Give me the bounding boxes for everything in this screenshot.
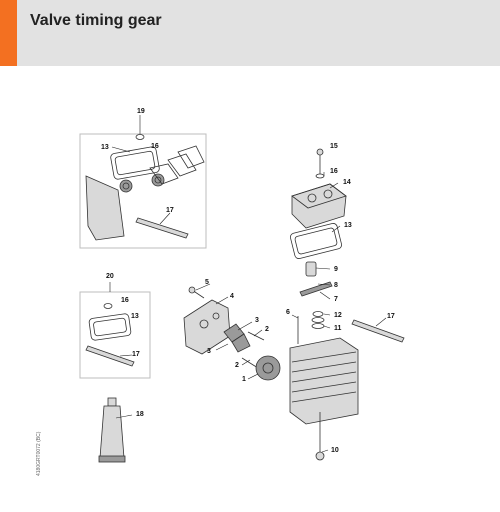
exploded-parts-diagram: 19 16 13 17 20 16 13 17 18 15 16 14 13 9… [79, 108, 405, 463]
callout-12: 12 [334, 312, 342, 319]
callout-14: 14 [343, 179, 351, 186]
cylinder [289, 337, 359, 461]
callout-11: 11 [334, 325, 342, 332]
header-bar [0, 0, 500, 66]
callout-19: 19 [137, 108, 145, 115]
callout-20: 20 [106, 273, 114, 280]
timing-gear-parts [183, 286, 281, 381]
callout-7: 7 [334, 296, 338, 303]
callout-labels: 19 16 13 17 20 16 13 17 18 15 16 14 13 9… [101, 108, 395, 454]
callout-16-right: 16 [330, 168, 338, 175]
callout-3-upper: 3 [255, 317, 259, 324]
callout-3-lower: 3 [207, 348, 211, 355]
callout-16-kit20: 16 [121, 297, 129, 304]
callout-17-kit20: 17 [132, 351, 140, 358]
callout-2-lower: 2 [235, 362, 239, 369]
callout-5: 5 [205, 279, 209, 286]
leader-lines [109, 115, 387, 453]
callout-13-right: 13 [344, 222, 352, 229]
sealant-tube [98, 397, 126, 463]
drawing-code: 4180GRT0072 (BC) [36, 432, 42, 476]
callout-13-kit19: 13 [101, 144, 109, 151]
callout-17-right: 17 [387, 313, 395, 320]
callout-9: 9 [334, 266, 338, 273]
callout-16-kit19: 16 [151, 143, 159, 150]
accent-stripe [0, 0, 17, 66]
callout-8: 8 [334, 282, 338, 289]
rocker-cover-parts [290, 148, 405, 344]
kit-19-parts [85, 134, 205, 241]
kit-19-box [79, 133, 207, 249]
callout-1: 1 [242, 376, 246, 383]
callout-6: 6 [286, 309, 290, 316]
callout-15: 15 [330, 143, 338, 150]
callout-4: 4 [230, 293, 234, 300]
callout-13-kit20: 13 [131, 313, 139, 320]
page-title: Valve timing gear [30, 12, 162, 29]
kit-20-box [79, 291, 151, 379]
callout-2-upper: 2 [265, 326, 269, 333]
drawing-number: 4180GRT0072 [36, 443, 42, 476]
callout-10: 10 [331, 447, 339, 454]
callout-17-kit19: 17 [166, 207, 174, 214]
callout-18: 18 [136, 411, 144, 418]
kit-20-parts [85, 303, 135, 367]
drawing-variant: (BC) [36, 431, 42, 442]
